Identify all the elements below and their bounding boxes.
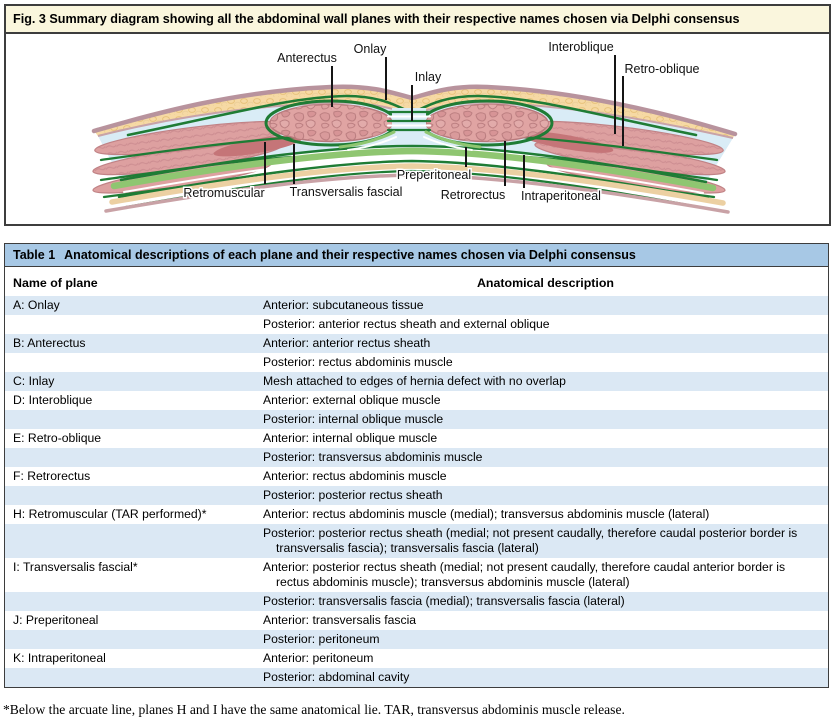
table-row: B: Anterectus Anterior: anterior rectus …	[5, 334, 828, 353]
table-row: Posterior: posterior rectus sheath	[5, 486, 828, 505]
table-row: Posterior: posterior rectus sheath (medi…	[5, 524, 828, 558]
table-row: Posterior: transversalis fascia (medial)…	[5, 592, 828, 611]
row-plane-name	[5, 526, 263, 556]
label-retrorectus: Retrorectus	[441, 188, 506, 202]
row-description: Anterior: rectus abdominis muscle (media…	[263, 507, 710, 521]
figure-panel: Fig. 3 Summary diagram showing all the a…	[4, 4, 831, 226]
row-plane-name: K: Intraperitoneal	[13, 651, 106, 665]
row-plane-name: H: Retromuscular (TAR performed)*	[13, 507, 207, 521]
figure-title: Fig. 3 Summary diagram showing all the a…	[6, 6, 829, 34]
label-transversalis-fascial: Transversalis fascial	[290, 185, 403, 199]
table-title-text: Anatomical descriptions of each plane an…	[64, 248, 636, 262]
row-plane-name: D: Interoblique	[13, 393, 93, 407]
table-row: Posterior: abdominal cavity	[5, 668, 828, 687]
column-header-description: Anatomical description	[476, 276, 614, 290]
row-description: Mesh attached to edges of hernia defect …	[263, 374, 566, 388]
table-row: F: Retrorectus Anterior: rectus abdomini…	[5, 467, 828, 486]
table-title-prefix: Table 1	[13, 248, 56, 262]
table-row: H: Retromuscular (TAR performed)* Anteri…	[5, 505, 828, 524]
row-description: Posterior: anterior rectus sheath and ex…	[263, 317, 550, 331]
label-interoblique: Interoblique	[548, 40, 613, 54]
row-plane-name	[5, 488, 263, 503]
table-row: K: Intraperitoneal Anterior: peritoneum	[5, 649, 828, 668]
table-row: I: Transversalis fascial* Anterior: post…	[5, 558, 828, 592]
rectus-muscles	[264, 99, 554, 147]
label-onlay: Onlay	[354, 42, 387, 56]
row-plane-name	[5, 450, 263, 465]
table-row: Posterior: transversus abdominis muscle	[5, 448, 828, 467]
table-panel: Table 1 Anatomical descriptions of each p…	[4, 243, 829, 688]
row-description: Anterior: rectus abdominis muscle	[263, 469, 447, 483]
row-plane-name: B: Anterectus	[13, 336, 86, 350]
table-row: E: Retro-oblique Anterior: internal obli…	[5, 429, 828, 448]
row-plane-name: C: Inlay	[13, 374, 55, 388]
row-description: Posterior: abdominal cavity	[263, 670, 410, 684]
row-description: Posterior: transversalis fascia (medial)…	[263, 594, 625, 608]
row-plane-name	[5, 355, 263, 370]
table-row: Posterior: rectus abdominis muscle	[5, 353, 828, 372]
row-plane-name: I: Transversalis fascial*	[13, 560, 138, 574]
row-plane-name	[5, 317, 263, 332]
table-row: Posterior: anterior rectus sheath and ex…	[5, 315, 828, 334]
row-description: Anterior: transversalis fascia	[263, 613, 417, 627]
table-title: Table 1 Anatomical descriptions of each p…	[5, 244, 828, 267]
table-row: J: Preperitoneal Anterior: transversalis…	[5, 611, 828, 630]
row-plane-name: E: Retro-oblique	[13, 431, 102, 445]
row-plane-name: F: Retrorectus	[13, 469, 91, 483]
pointer-lines	[264, 55, 624, 188]
row-description: Posterior: peritoneum	[263, 632, 380, 646]
table-body: A: Onlay Anterior: subcutaneous tissue P…	[5, 296, 828, 687]
row-description: Anterior: subcutaneous tissue	[263, 298, 424, 312]
row-plane-name	[5, 670, 263, 685]
label-retromuscular: Retromuscular	[183, 186, 264, 200]
label-retro-oblique: Retro-oblique	[624, 62, 699, 76]
row-plane-name	[5, 632, 263, 647]
linea-alba	[338, 108, 482, 151]
plane-labels: Anterectus Onlay Inlay Interoblique Retr…	[182, 39, 701, 205]
row-description: Anterior: anterior rectus sheath	[263, 336, 431, 350]
row-description: Posterior: transversus abdominis muscle	[263, 450, 483, 464]
row-description: Posterior: rectus abdominis muscle	[263, 355, 453, 369]
table-row: D: Interoblique Anterior: external obliq…	[5, 391, 828, 410]
table-row: C: Inlay Mesh attached to edges of herni…	[5, 372, 828, 391]
label-intraperitoneal: Intraperitoneal	[521, 189, 601, 203]
label-inlay: Inlay	[415, 70, 442, 84]
label-anterectus: Anterectus	[277, 51, 337, 65]
row-description: Anterior: internal oblique muscle	[263, 431, 438, 445]
table-row: Posterior: peritoneum	[5, 630, 828, 649]
figure-canvas: Anterectus Onlay Inlay Interoblique Retr…	[6, 34, 829, 224]
table-footnote: *Below the arcuate line, planes H and I …	[3, 702, 625, 717]
row-description: Posterior: posterior rectus sheath	[263, 488, 443, 502]
table-row: A: Onlay Anterior: subcutaneous tissue	[5, 296, 828, 315]
row-description: Anterior: external oblique muscle	[263, 393, 441, 407]
row-plane-name	[5, 594, 263, 609]
row-description: Posterior: internal oblique muscle	[263, 412, 444, 426]
table-row: Posterior: internal oblique muscle	[5, 410, 828, 429]
column-header-plane: Name of plane	[13, 276, 98, 290]
row-description: Posterior: posterior rectus sheath (medi…	[263, 526, 798, 555]
abdominal-wall-diagram: Anterectus Onlay Inlay Interoblique Retr…	[91, 39, 738, 214]
row-plane-name	[5, 412, 263, 427]
row-description: Anterior: posterior rectus sheath (media…	[263, 560, 786, 589]
row-description: Anterior: peritoneum	[263, 651, 374, 665]
label-preperitoneal: Preperitoneal	[397, 168, 471, 182]
posterior-layers	[104, 144, 730, 214]
row-plane-name: J: Preperitoneal	[13, 613, 99, 627]
table-column-header: Name of plane Anatomical description	[5, 267, 828, 296]
row-plane-name: A: Onlay	[13, 298, 60, 312]
